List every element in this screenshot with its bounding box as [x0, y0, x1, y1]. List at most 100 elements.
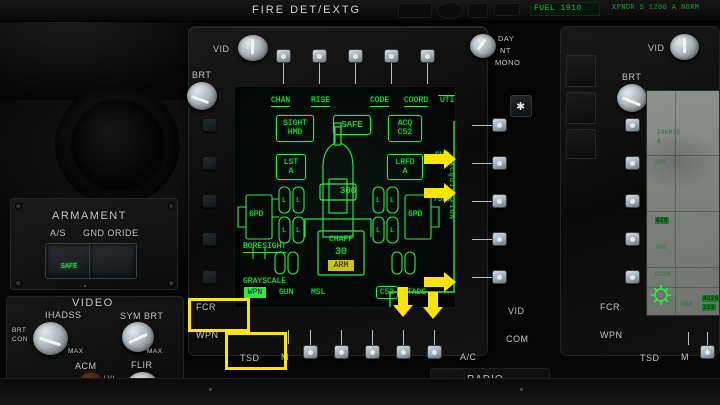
- rocket-l-8: L: [390, 227, 395, 235]
- map-text-5: 300: [655, 244, 667, 251]
- asterisk-icon: ✱: [516, 101, 526, 113]
- tads-bottom-label[interactable]: TADS: [407, 288, 427, 297]
- left-button-5[interactable]: [202, 270, 217, 284]
- acquisition-vertical-label: ACQUISITION: [448, 162, 455, 221]
- chaff-arm-highlight[interactable]: ARM: [328, 260, 354, 271]
- as-safe-state: SAFE: [60, 263, 78, 271]
- lower-console-strip: [0, 378, 720, 405]
- acq-label: ACQ: [397, 119, 413, 128]
- as-label: A/S: [50, 228, 67, 238]
- as-safe-button[interactable]: SAFE: [45, 243, 93, 279]
- boresight-label[interactable]: BORESIGHT: [243, 242, 287, 253]
- right-pylon-label[interactable]: 6PD: [408, 210, 423, 219]
- left-brt-knob[interactable]: [187, 82, 217, 110]
- cyclic-grip-inner: [72, 100, 164, 190]
- left-mfd-screen[interactable]: CHAN RISE CODE COORD UTIL SIGHT HMD SAFE…: [234, 86, 456, 308]
- ghs-label[interactable]: GHS: [435, 151, 450, 160]
- gun-bottom-label[interactable]: GUN: [279, 288, 294, 297]
- left-pylon-label[interactable]: 6PD: [249, 210, 264, 219]
- strip-dot-2: [520, 388, 523, 391]
- aux-slot-3: [566, 129, 596, 159]
- right-mfd-wpn-label[interactable]: WPN: [600, 330, 623, 340]
- aircraft-silhouette: [237, 121, 455, 307]
- ihadss-knob[interactable]: [33, 322, 68, 355]
- right-mfd-button-3[interactable]: [625, 194, 640, 208]
- msl-bottom-label[interactable]: MSL: [311, 288, 326, 297]
- tsd-annotation-box: [225, 332, 287, 370]
- day-option-label: DAY: [498, 34, 515, 43]
- right-mfd-fcr-label[interactable]: FCR: [600, 302, 620, 312]
- left-mfd-vid-label[interactable]: VID: [508, 306, 525, 316]
- left-button-4[interactable]: [202, 232, 217, 246]
- left-mfd-com-label[interactable]: COM: [506, 334, 529, 344]
- gun-rounds-value: 300: [339, 186, 357, 196]
- sym-brt-label: SYM BRT: [120, 311, 164, 321]
- top-button-5[interactable]: [420, 49, 435, 63]
- mfd-rise-label[interactable]: RISE: [311, 96, 331, 107]
- right-mfd-bottom-button[interactable]: [700, 345, 715, 359]
- right-mfd-button-5[interactable]: [625, 270, 640, 284]
- bottom-button-1[interactable]: [303, 345, 318, 359]
- mfd-chan-label[interactable]: CHAN: [271, 96, 291, 107]
- left-mfd-fcr-label[interactable]: FCR: [196, 302, 216, 312]
- bottom-button-4[interactable]: [396, 345, 411, 359]
- map-text-7: 0KM: [681, 301, 693, 308]
- left-vid-knob[interactable]: [238, 35, 268, 61]
- top-button-4[interactable]: [384, 49, 399, 63]
- gnd-oride-button[interactable]: [89, 243, 137, 279]
- star-button[interactable]: ✱: [510, 95, 532, 117]
- lrfd-box[interactable]: LRFD A: [387, 154, 423, 180]
- left-button-1[interactable]: [202, 118, 217, 132]
- video-title: VIDEO: [72, 297, 114, 309]
- fxd-label[interactable]: FXD: [435, 277, 450, 286]
- right-button-3[interactable]: [492, 194, 507, 208]
- rocket-l-6: L: [390, 197, 395, 205]
- sym-brt-knob[interactable]: [122, 322, 154, 352]
- right-button-2[interactable]: [492, 156, 507, 170]
- right-mfd-m-label[interactable]: M: [681, 352, 689, 362]
- top-button-2[interactable]: [312, 49, 327, 63]
- left-mfd-tsd-label[interactable]: TSD: [240, 353, 260, 363]
- right-mfd-button-1[interactable]: [625, 118, 640, 132]
- right-mfd-screen[interactable]: 20KM35 A 200 020 300 0240 0KM 4220 133: [646, 90, 720, 316]
- wpn-selected-highlight[interactable]: WPN: [244, 287, 266, 298]
- top-button-3[interactable]: [348, 49, 363, 63]
- bottom-button-3[interactable]: [365, 345, 380, 359]
- right-button-1[interactable]: [492, 118, 507, 132]
- right-button-4[interactable]: [492, 232, 507, 246]
- day-night-mono-knob[interactable]: [470, 34, 496, 58]
- left-button-3[interactable]: [202, 194, 217, 208]
- left-mfd-wpn-label[interactable]: WPN: [196, 330, 219, 340]
- fuel-readout: FUEL 1910: [534, 4, 582, 13]
- brt-label: BRT: [12, 327, 27, 334]
- sight-hmd-box[interactable]: SIGHT HMD: [276, 115, 314, 142]
- right-mfd-button-2[interactable]: [625, 156, 640, 170]
- right-button-5[interactable]: [492, 270, 507, 284]
- bottom-button-5[interactable]: [427, 345, 442, 359]
- top-button-1[interactable]: [276, 49, 291, 63]
- map-text-4: 020: [655, 217, 669, 224]
- c52-bottom-box[interactable]: C52: [376, 286, 398, 299]
- mfd-coord-label[interactable]: COORD: [404, 96, 429, 107]
- left-button-2[interactable]: [202, 156, 217, 170]
- bottom-button-2[interactable]: [334, 345, 349, 359]
- transponder-readout: XPNDR S 1200 A NORM: [612, 4, 700, 12]
- right-vid-knob[interactable]: [670, 34, 699, 60]
- acq-box[interactable]: ACQ C52: [388, 115, 422, 142]
- right-mfd-button-4[interactable]: [625, 232, 640, 246]
- mfd-code-label[interactable]: CODE: [370, 96, 390, 107]
- grayscale-label[interactable]: GRAYSCALE: [243, 277, 287, 286]
- left-mfd-ac-label[interactable]: A/C: [460, 352, 477, 362]
- mfd-util-label[interactable]: UTIL: [440, 96, 455, 105]
- fuel-readout-box: [530, 2, 600, 16]
- rocket-l-7: L: [376, 227, 381, 235]
- acm-label: ACM: [75, 361, 97, 371]
- right-vid-knob-label: VID: [648, 43, 665, 53]
- chaff-count: 30: [334, 247, 347, 258]
- top-slot-1: [398, 3, 432, 18]
- lst-box[interactable]: LST A: [276, 154, 306, 180]
- right-brt-knob[interactable]: [617, 84, 647, 112]
- fire-det-extg-label: FIRE DET/EXTG: [252, 4, 362, 16]
- flir-label: FLIR: [131, 360, 153, 370]
- right-mfd-tsd-label[interactable]: TSD: [640, 353, 660, 363]
